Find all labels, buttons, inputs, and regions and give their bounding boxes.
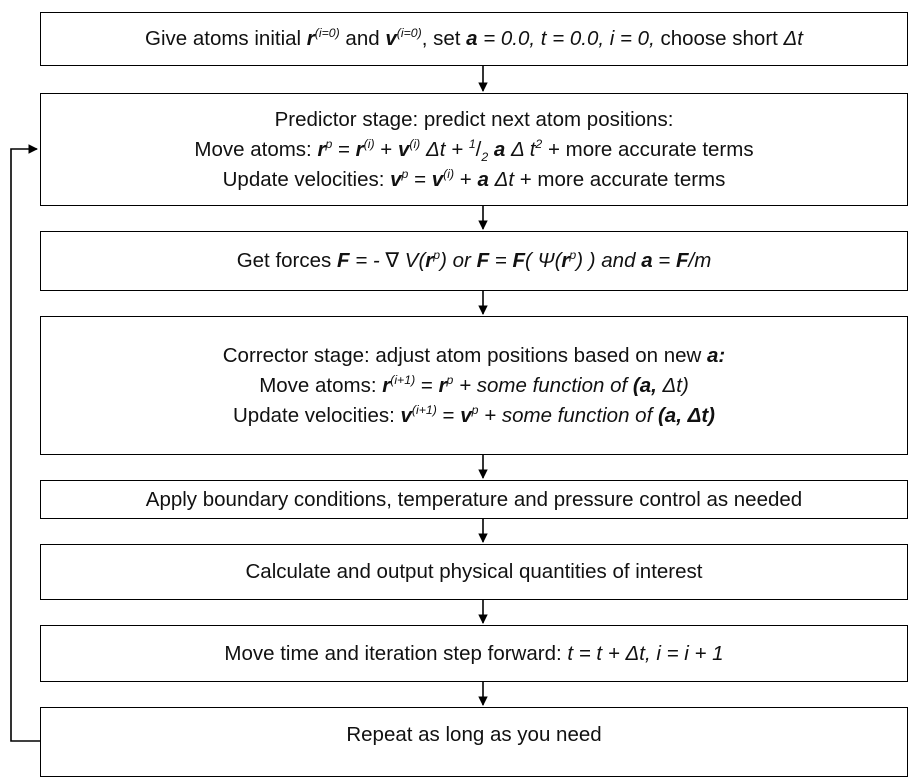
- step-corrector: Corrector stage: adjust atom positions b…: [40, 316, 908, 455]
- corrector-update-velocities: Update velocities: v(i+1) = vp + some fu…: [232, 402, 716, 427]
- predictor-move-atoms: Move atoms: rp = r(i) + v(i) Δt + 1/2 a …: [194, 136, 754, 164]
- forces-text: Get forces F = - ∇ V(rp) or F = F( Ψ(rp)…: [236, 248, 712, 272]
- step-initialize-text: Give atoms initial r(i=0) and v(i=0), se…: [145, 26, 803, 50]
- step-advance-time: Move time and iteration step forward: t …: [40, 625, 908, 682]
- step-get-forces: Get forces F = - ∇ V(rp) or F = F( Ψ(rp)…: [40, 231, 908, 291]
- predictor-update-velocities: Update velocities: vp = v(i) + a Δt + mo…: [222, 166, 726, 191]
- loop-back-line: [10, 144, 40, 742]
- repeat-text: Repeat as long as you need: [346, 723, 602, 746]
- step-initialize: Give atoms initial r(i=0) and v(i=0), se…: [40, 12, 908, 66]
- step-repeat: Repeat as long as you need: [40, 707, 908, 777]
- corrector-move-atoms: Move atoms: r(i+1) = rp + some function …: [259, 372, 689, 397]
- step-boundary-conditions: Apply boundary conditions, temperature a…: [40, 480, 908, 519]
- boundary-text: Apply boundary conditions, temperature a…: [145, 487, 803, 511]
- advance-text: Move time and iteration step forward: t …: [224, 641, 724, 665]
- step-calculate-output: Calculate and output physical quantities…: [40, 544, 908, 600]
- step-predictor: Predictor stage: predict next atom posit…: [40, 93, 908, 206]
- corrector-title: Corrector stage: adjust atom positions b…: [222, 343, 726, 367]
- calculate-text: Calculate and output physical quantities…: [245, 560, 703, 583]
- predictor-title: Predictor stage: predict next atom posit…: [274, 107, 674, 131]
